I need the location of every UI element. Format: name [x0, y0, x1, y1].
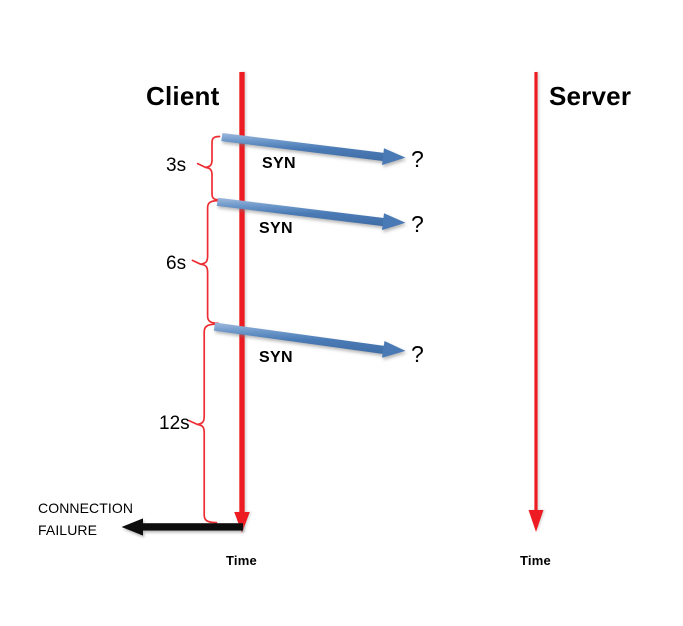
no-response-marker-1: ?: [411, 146, 424, 172]
timer-brace-6s: [191, 199, 220, 325]
no-response-marker-2: ?: [411, 211, 424, 237]
no-response-marker-3: ?: [411, 341, 424, 367]
connection-failure-line1: CONNECTION: [38, 500, 134, 516]
server-lifeline: [528, 72, 544, 532]
client-lifeline: [234, 72, 250, 533]
syn-arrow-2: [216, 197, 406, 231]
syn-label-1: SYN: [262, 155, 296, 172]
timer-brace-3s: [196, 135, 221, 201]
syn-arrow-1: [221, 133, 406, 165]
client-title-label: Client: [146, 81, 220, 111]
syn-arrow-3: [213, 322, 406, 358]
server-title-label: Server: [549, 81, 632, 111]
server-time-axis-label: Time: [520, 553, 551, 568]
connection-failure-arrow: [121, 518, 243, 536]
client-time-axis-label: Time: [226, 553, 257, 568]
syn-label-2: SYN: [259, 220, 293, 237]
timer-brace-12s: [188, 323, 218, 524]
timer-label-6s: 6s: [166, 253, 187, 274]
connection-failure-line2: FAILURE: [38, 522, 98, 538]
timer-label-12s: 12s: [159, 413, 190, 434]
timer-label-3s: 3s: [166, 155, 187, 176]
syn-label-3: SYN: [259, 349, 293, 366]
